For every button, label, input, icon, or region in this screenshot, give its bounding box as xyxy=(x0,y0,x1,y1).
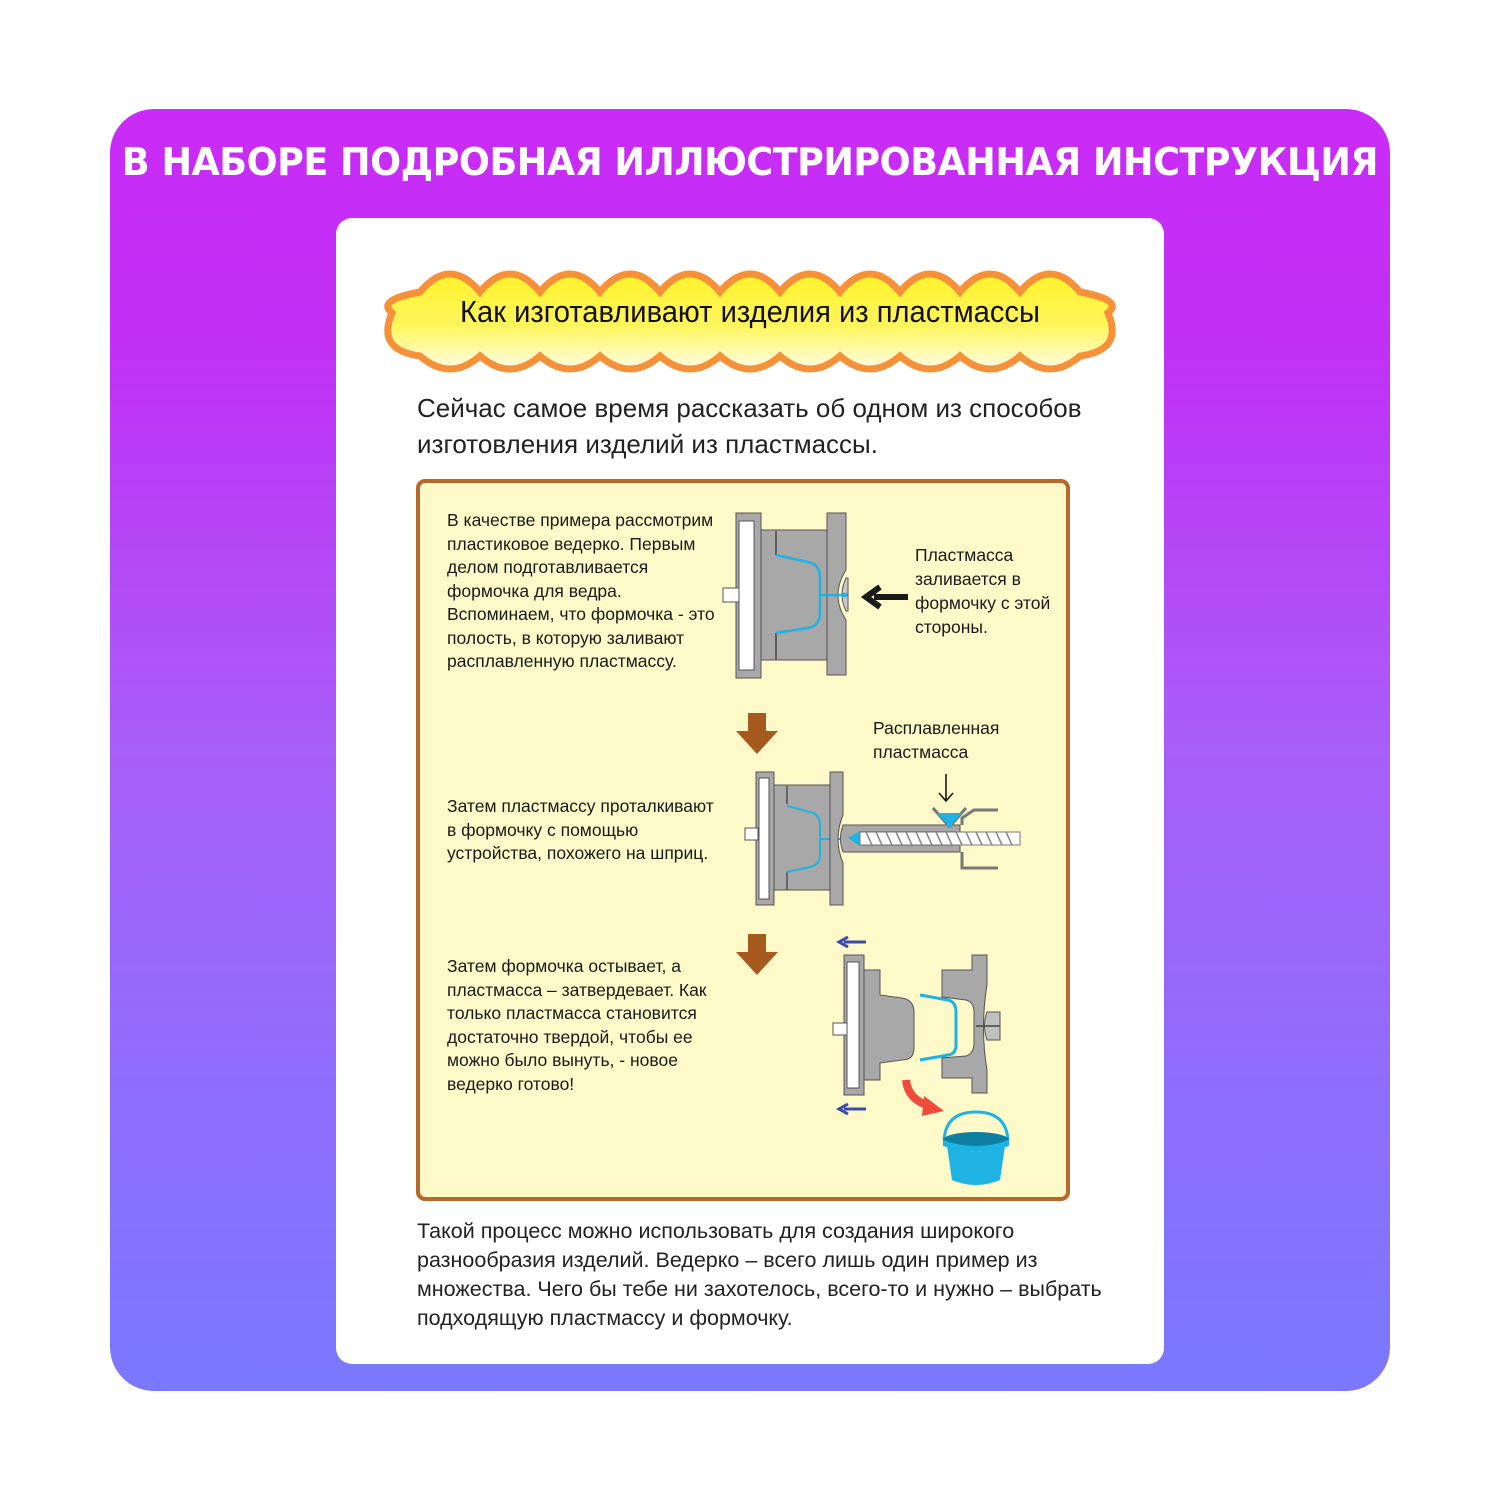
next-step-arrow-icon xyxy=(736,934,778,975)
open-left-arrow-icon xyxy=(835,1102,866,1116)
intro-text: Сейчас самое время рассказать об одном и… xyxy=(417,393,1082,459)
mold-open-illustration xyxy=(832,954,1001,1096)
pour-direction-arrow-icon xyxy=(860,584,908,610)
bucket-icon xyxy=(942,1110,1010,1185)
down-pointer-icon xyxy=(938,774,954,803)
step-2-text: Затем пластмассу проталкивают в формочку… xyxy=(447,796,714,863)
eject-curved-arrow-icon xyxy=(902,1079,944,1116)
step-3-text: Затем формочка остывает, а пластмасса – … xyxy=(447,956,707,1094)
step-2-caption: Расплавленная пластмасса xyxy=(873,718,1000,762)
next-step-arrow-icon xyxy=(736,713,778,754)
outro-text: Такой процесс можно использовать для соз… xyxy=(417,1219,1102,1330)
banner-title: В НАБОРЕ ПОДРОБНАЯ ИЛЛЮСТРИРОВАННАЯ ИНСТ… xyxy=(121,140,1379,184)
open-left-arrow-icon xyxy=(835,935,866,949)
page-heading: Как изготавливают изделия из пластмассы xyxy=(460,294,1040,329)
step-1-caption: Пластмасса заливается в формочку с этой … xyxy=(915,545,1051,637)
injection-illustration xyxy=(744,771,1021,906)
cloud-heading-shape xyxy=(384,270,1116,373)
step-1-text: В качестве примера рассмотрим пластиково… xyxy=(447,510,715,671)
mold-closed-illustration xyxy=(722,512,849,679)
